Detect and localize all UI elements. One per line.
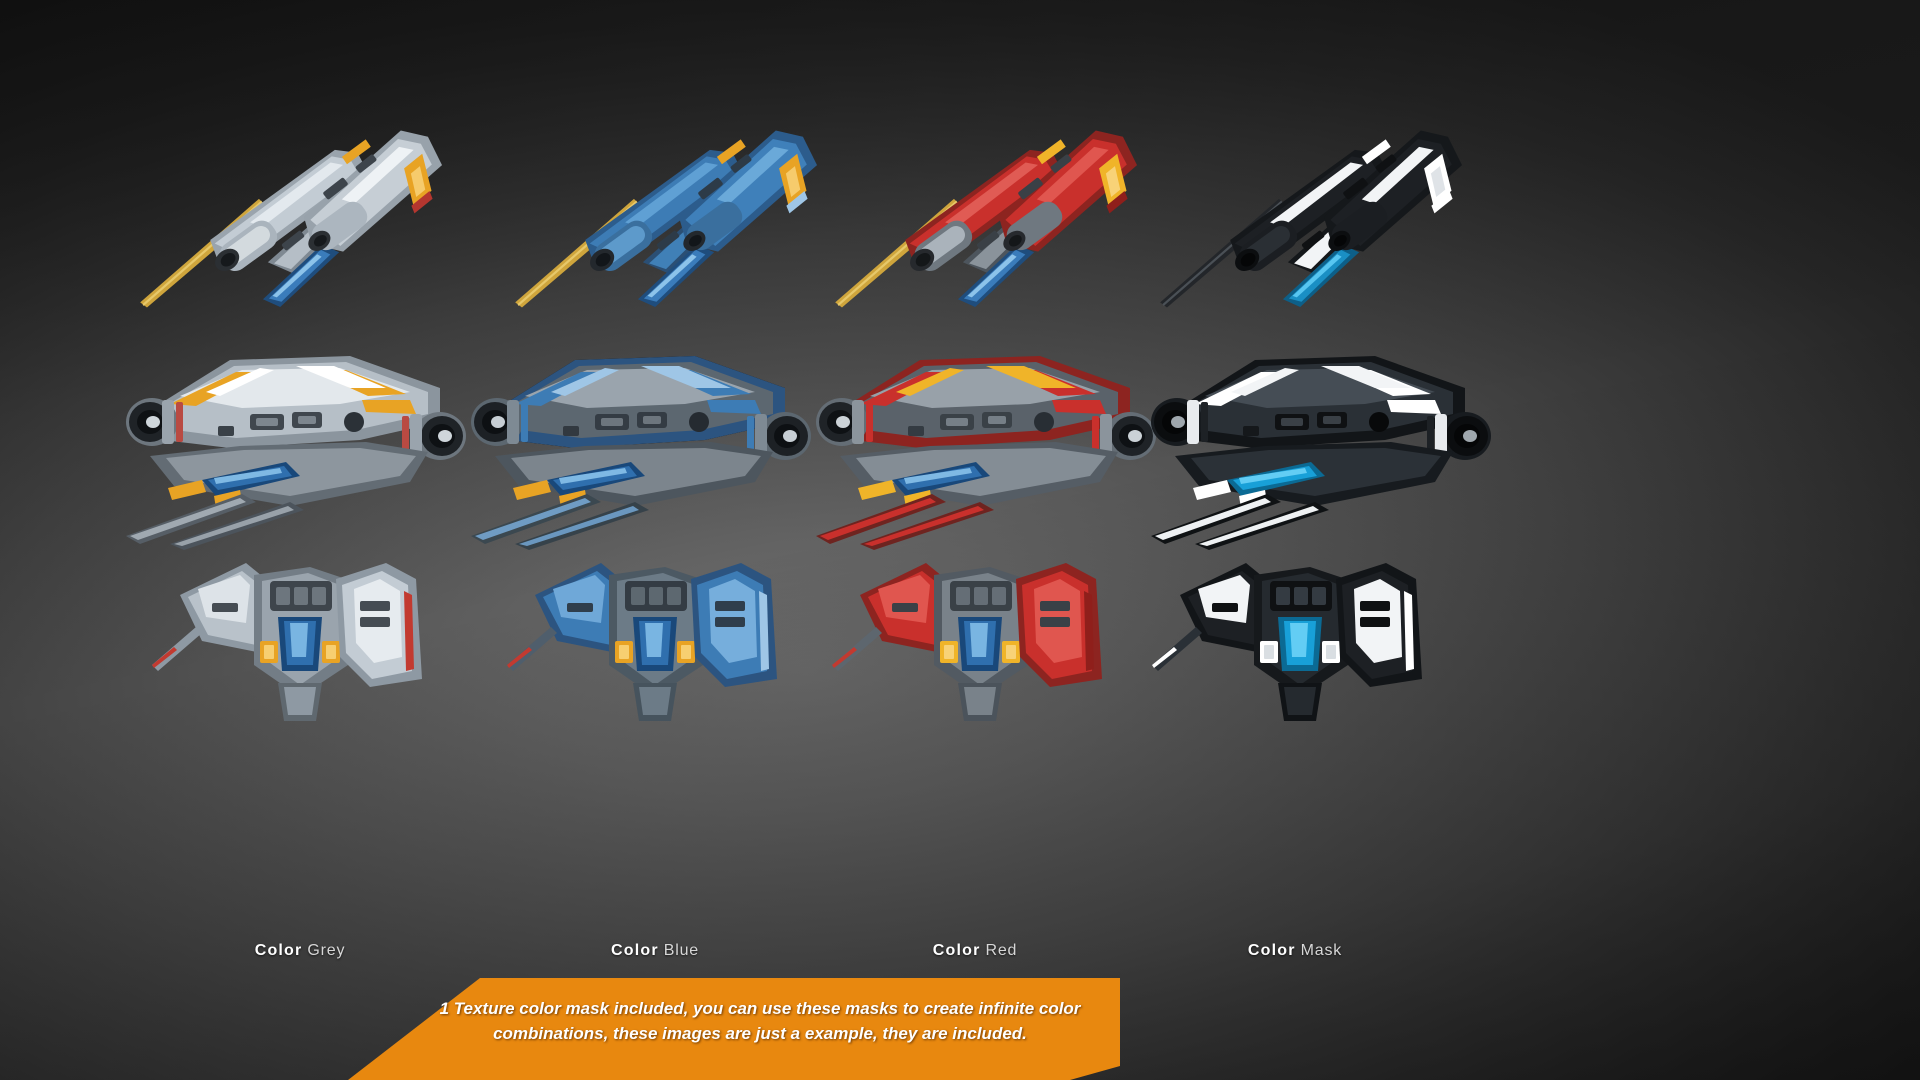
ship-render-mask-angled xyxy=(1151,356,1491,550)
ship-render-blue-top xyxy=(515,130,818,308)
ship-render-mask-top xyxy=(1160,130,1463,308)
ship-render-grey-front xyxy=(152,563,422,721)
variant-label-blue: Color Blue xyxy=(505,942,805,960)
ship-render-blue-angled xyxy=(471,356,811,550)
ship-render-blue-front xyxy=(507,563,777,721)
ship-red-row2 xyxy=(800,330,1160,550)
ship-render-mask-front xyxy=(1152,563,1422,721)
ship-render-grey-angled xyxy=(126,356,466,550)
banner-text-line1-rest: , you can use these masks to create infi… xyxy=(683,999,1081,1018)
variant-label-mask-name: Mask xyxy=(1300,942,1343,959)
ship-grey-row1 xyxy=(110,100,450,310)
ship-mask-row2 xyxy=(1135,330,1495,550)
banner-text: 1 Texture color mask included, you can u… xyxy=(430,996,1090,1046)
banner-shape xyxy=(348,978,1120,1080)
banner-text-strong: 1 Texture color mask included xyxy=(439,999,684,1018)
ship-mask-row1 xyxy=(1130,100,1470,310)
variant-label-grey-name: Grey xyxy=(307,942,346,959)
variant-label-red-name: Red xyxy=(985,942,1018,959)
ship-blue-row3 xyxy=(505,545,805,745)
ship-mask-row3 xyxy=(1150,545,1450,745)
variant-label-grey: Color Grey xyxy=(150,942,450,960)
variant-label-mask-bold: Color xyxy=(1247,942,1296,959)
ship-red-row3 xyxy=(830,545,1130,745)
banner-text-line2: combinations, these images are just a ex… xyxy=(493,1024,1027,1043)
ship-render-red-front xyxy=(832,563,1102,721)
variant-label-red: Color Red xyxy=(825,942,1125,960)
ship-grey-row3 xyxy=(150,545,450,745)
variant-label-mask: Color Mask xyxy=(1145,942,1445,960)
info-banner: 1 Texture color mask included, you can u… xyxy=(280,978,1120,1080)
variant-label-blue-bold: Color xyxy=(611,942,659,959)
ship-render-red-top xyxy=(835,130,1138,308)
ship-blue-row2 xyxy=(455,330,815,550)
ship-render-grey-top xyxy=(140,130,443,308)
variant-label-red-bold: Color xyxy=(932,942,981,959)
variant-label-blue-name: Blue xyxy=(663,942,699,959)
ship-grey-row2 xyxy=(110,330,470,550)
ship-red-row1 xyxy=(805,100,1145,310)
ship-blue-row1 xyxy=(485,100,825,310)
variant-label-grey-bold: Color xyxy=(254,942,303,959)
ship-render-red-angled xyxy=(816,356,1156,550)
